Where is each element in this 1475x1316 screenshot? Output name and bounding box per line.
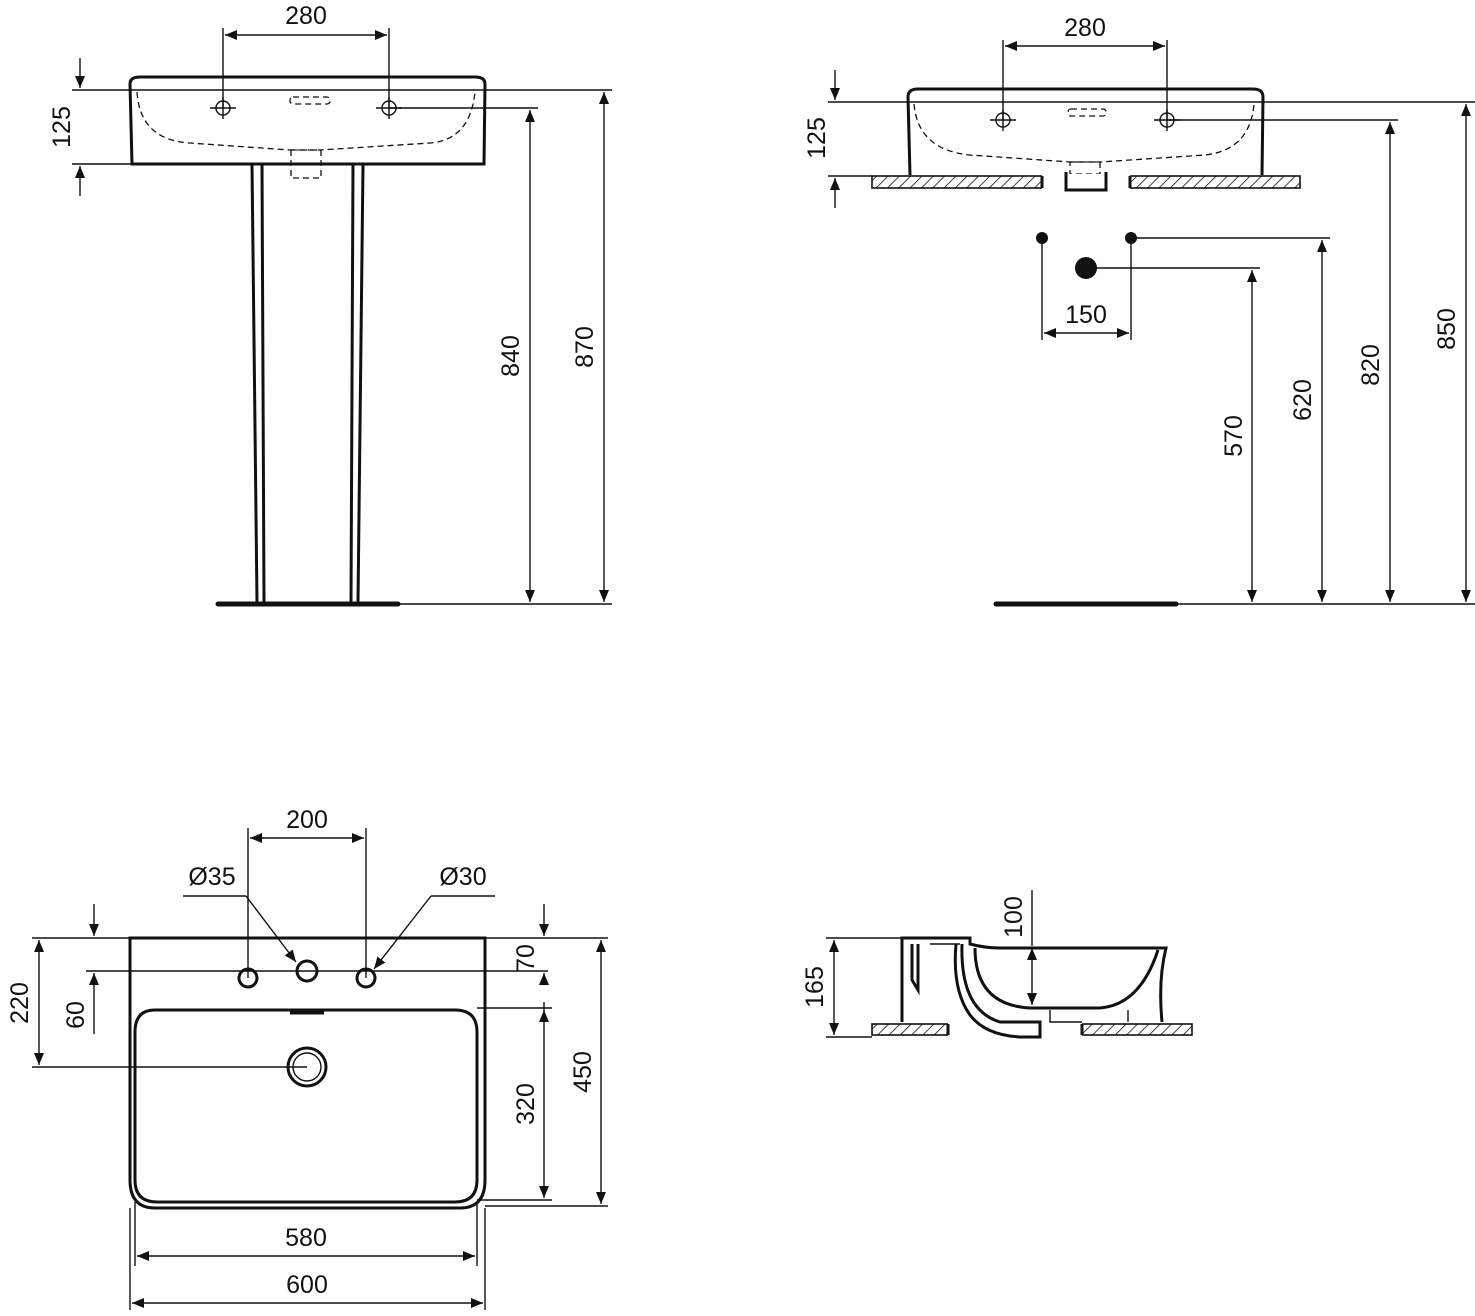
pedestal-view: 280 125 840 870	[48, 2, 612, 607]
section-bowl-inner	[953, 943, 1042, 1039]
section-dim-bowl-depth: 100	[1000, 896, 1028, 938]
pedestal-dim-total-height: 870	[571, 326, 599, 368]
plan-basin-outline	[128, 936, 487, 1210]
plan-dim-right-hole: Ø30	[439, 863, 486, 891]
pedestal-dim-rim-height: 840	[497, 335, 525, 377]
wall-hung-dim-tap-spacing: 280	[1064, 14, 1106, 42]
pedestal-dim-basin-height: 125	[48, 106, 76, 148]
wall-hung-dim-supply-spacing: 150	[1065, 301, 1107, 329]
wall-hung-basin-outline	[906, 87, 1265, 176]
plan-dim-tap-offset: 60	[62, 1001, 90, 1029]
plan-view: 200 Ø35 Ø30 220 60 70 320 450	[6, 806, 608, 1310]
wall-hung-dim-waste-height: 570	[1220, 415, 1248, 457]
section-view: 100 165	[801, 890, 1193, 1039]
pedestal-dim-tap-spacing: 280	[285, 2, 327, 30]
pedestal-overflow-slot	[289, 96, 331, 105]
plan-dim-tap-spacing: 200	[286, 806, 328, 834]
pedestal-basin-outline	[128, 75, 487, 166]
plan-dim-total-width: 600	[286, 1271, 328, 1299]
pedestal-column	[250, 164, 365, 603]
wall-hung-overflow-slot	[1067, 108, 1107, 117]
plan-dim-waste-offset: 220	[6, 982, 34, 1024]
plan-dim-ledge-depth: 70	[512, 944, 540, 972]
section-basin-profile	[900, 936, 1168, 1023]
wall-hung-dim-top-height: 850	[1433, 308, 1461, 350]
wall-hung-dim-supply-height: 620	[1289, 379, 1317, 421]
plan-dim-bowl-depth: 320	[512, 1083, 540, 1125]
plan-dim-bowl-width: 580	[285, 1224, 327, 1252]
wall-hung-dim-rim-height: 820	[1357, 344, 1385, 386]
plan-bowl-outline	[133, 1008, 479, 1204]
section-dim-total-height: 165	[801, 966, 829, 1008]
wall-hung-view: 150 280 125 570 620 820 850	[803, 14, 1475, 607]
wall-hung-dim-basin-height: 125	[803, 117, 831, 159]
plan-dim-total-depth: 450	[569, 1051, 597, 1093]
pedestal-bowl-hidden-line	[136, 91, 476, 151]
wall-hung-bowl-hidden-line	[913, 103, 1255, 163]
plan-dim-left-hole: Ø35	[188, 863, 235, 891]
